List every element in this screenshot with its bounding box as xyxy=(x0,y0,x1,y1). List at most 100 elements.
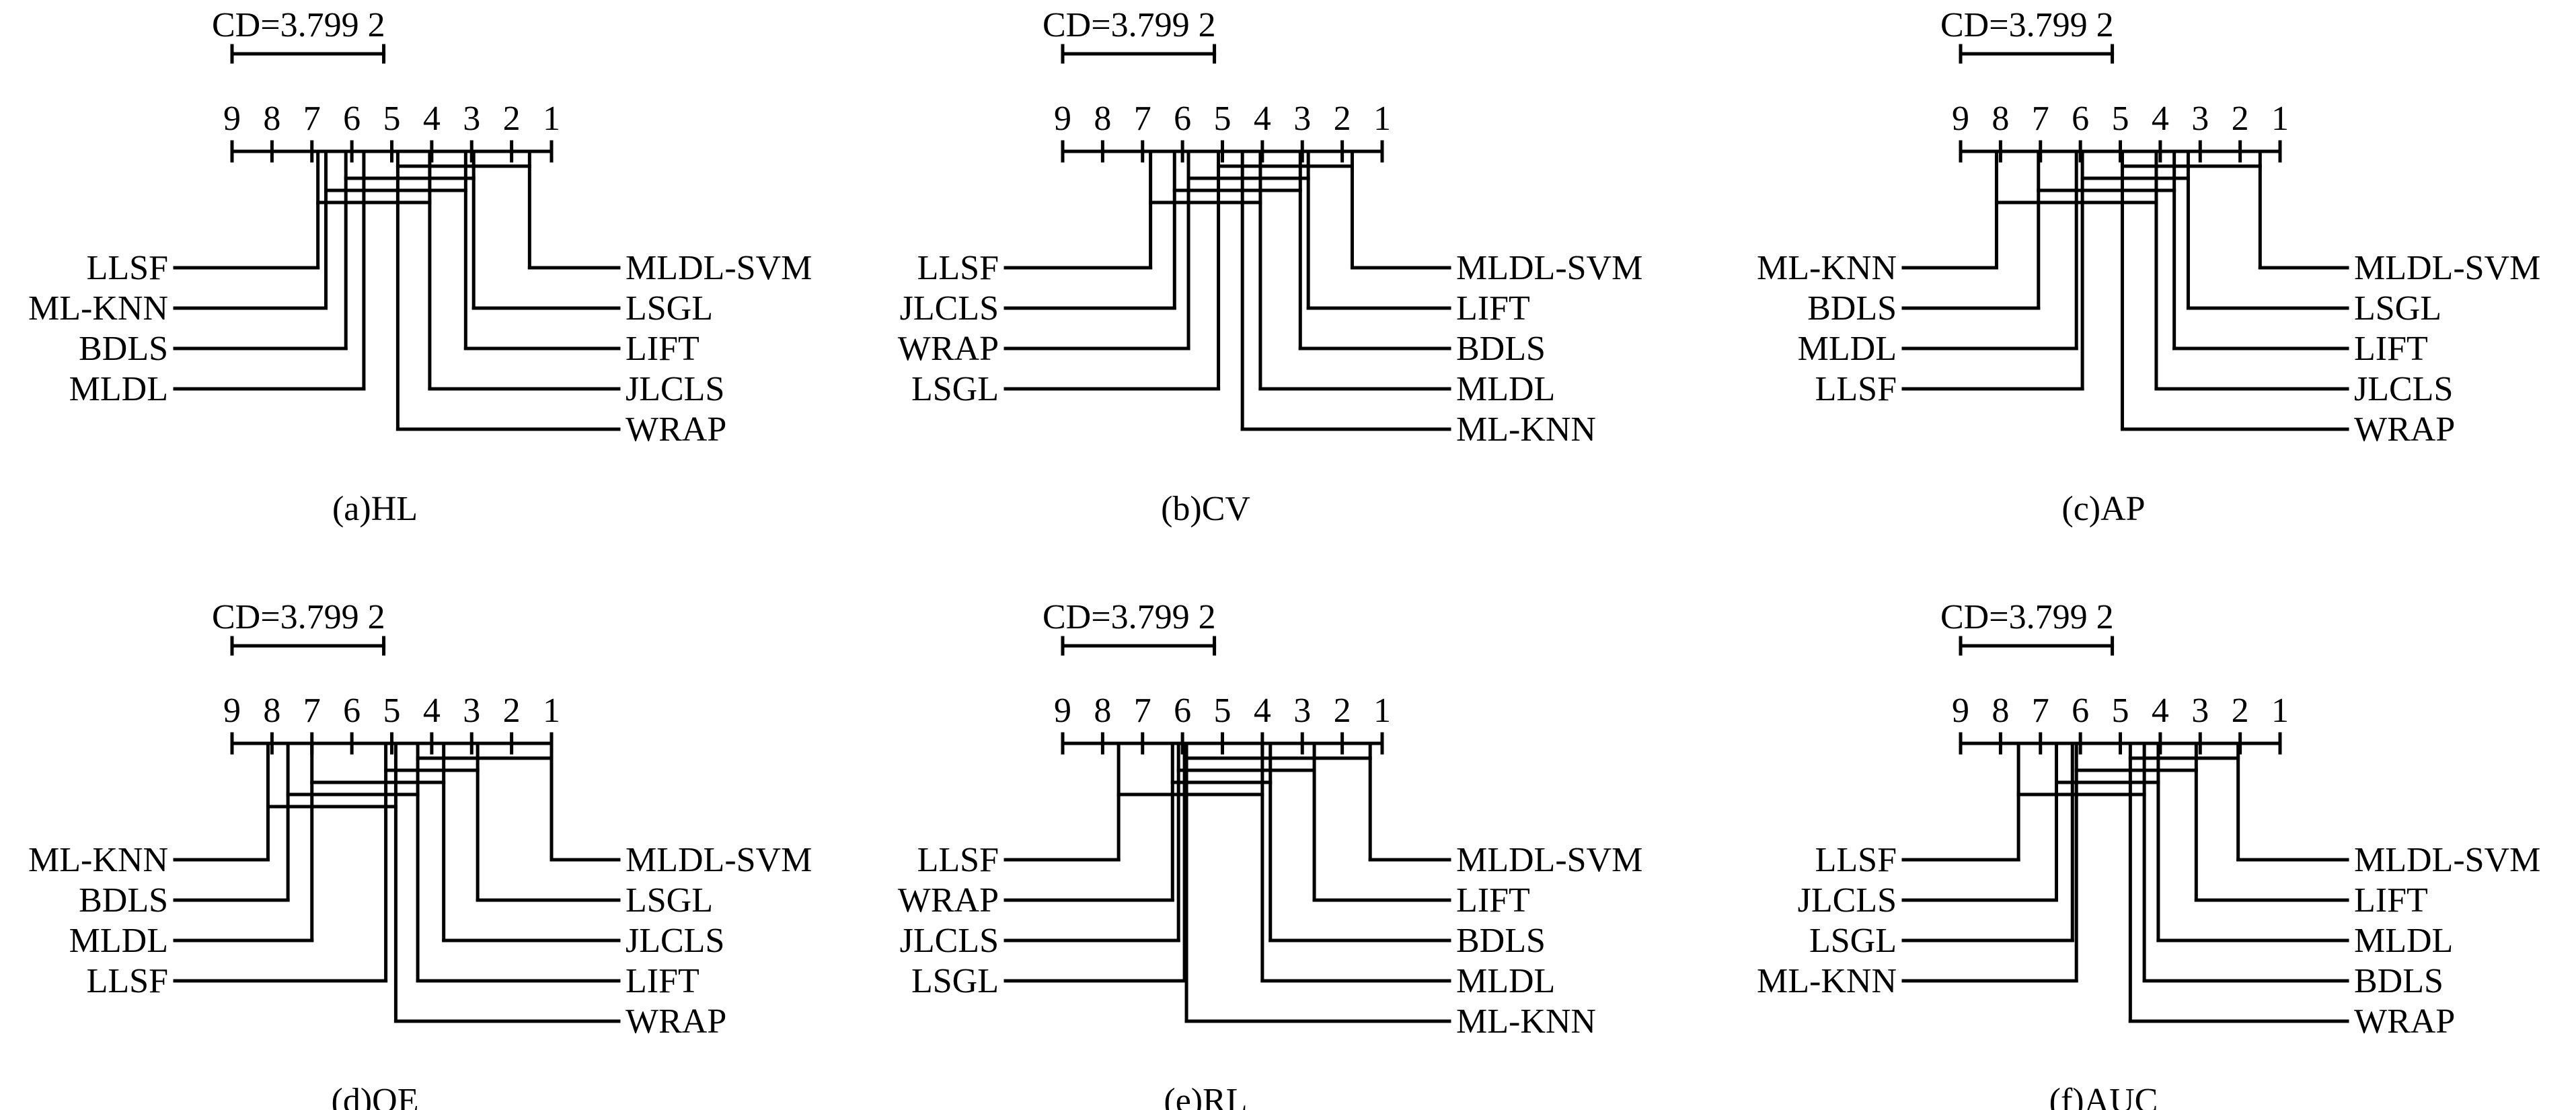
axis-tick-label: 1 xyxy=(543,100,560,138)
axis-tick-label: 9 xyxy=(223,692,241,730)
axis-tick-label: 9 xyxy=(1952,692,1969,730)
method-label: LSGL xyxy=(626,881,713,920)
axis-tick-label: 3 xyxy=(1293,692,1311,730)
axis-tick-label: 8 xyxy=(1992,692,2009,730)
axis-tick-label: 7 xyxy=(2032,100,2049,138)
axis-tick-label: 3 xyxy=(463,692,480,730)
method-label: LIFT xyxy=(1456,289,1530,328)
method-label: ML-KNN xyxy=(1757,249,1897,287)
method-label: ML-KNN xyxy=(1757,962,1897,1000)
method-label: BDLS xyxy=(1456,922,1546,960)
axis-tick-label: 7 xyxy=(303,100,321,138)
method-label: JLCLS xyxy=(626,370,724,408)
method-label: LLSF xyxy=(917,249,999,287)
method-label: WRAP xyxy=(626,1002,726,1041)
method-label: BDLS xyxy=(1807,289,1897,328)
method-label: WRAP xyxy=(898,881,999,920)
cd-label: CD=3.799 2 xyxy=(1043,598,1216,636)
axis-tick-label: 8 xyxy=(263,100,280,138)
method-label: ML-KNN xyxy=(28,289,168,328)
method-label: BDLS xyxy=(1456,330,1546,368)
axis-tick-label: 4 xyxy=(423,100,441,138)
axis-tick-label: 9 xyxy=(1054,100,1071,138)
method-label: WRAP xyxy=(626,410,726,449)
axis-tick-label: 3 xyxy=(463,100,480,138)
axis-tick-label: 6 xyxy=(1174,692,1191,730)
axis-tick-label: 2 xyxy=(1334,692,1351,730)
method-label: LIFT xyxy=(626,330,699,368)
axis-tick-label: 5 xyxy=(1214,692,1232,730)
axis-tick-label: 5 xyxy=(2112,692,2129,730)
method-label: JLCLS xyxy=(626,922,724,960)
axis-tick-label: 8 xyxy=(1094,692,1111,730)
cd-label: CD=3.799 2 xyxy=(212,6,385,44)
axis-tick-label: 5 xyxy=(383,692,401,730)
method-label: MLDL-SVM xyxy=(1456,841,1642,879)
method-label: WRAP xyxy=(898,330,999,368)
method-label: WRAP xyxy=(2354,410,2455,449)
method-label: LSGL xyxy=(911,962,999,1000)
method-label: MLDL-SVM xyxy=(626,841,812,879)
panel-caption: (e)RL xyxy=(1164,1082,1247,1110)
method-label: LIFT xyxy=(2354,881,2428,920)
method-label: BDLS xyxy=(79,881,168,920)
axis-tick-label: 2 xyxy=(2232,100,2249,138)
method-label: JLCLS xyxy=(900,289,999,328)
axis-tick-label: 9 xyxy=(223,100,241,138)
axis-tick-label: 1 xyxy=(2271,692,2289,730)
method-label: MLDL-SVM xyxy=(1456,249,1642,287)
method-label: LLSF xyxy=(1815,370,1897,408)
method-label: LSGL xyxy=(911,370,999,408)
method-label: BDLS xyxy=(79,330,168,368)
axis-tick-label: 1 xyxy=(1373,100,1391,138)
cd-label: CD=3.799 2 xyxy=(1940,6,2114,44)
axis-tick-label: 5 xyxy=(1214,100,1232,138)
method-label: LLSF xyxy=(1815,841,1897,879)
axis-tick-label: 6 xyxy=(1174,100,1191,138)
axis-tick-label: 5 xyxy=(2112,100,2129,138)
panel-caption: (d)OE xyxy=(332,1082,419,1110)
cd-label: CD=3.799 2 xyxy=(1940,598,2114,636)
axis-tick-label: 8 xyxy=(263,692,280,730)
axis-tick-label: 7 xyxy=(303,692,321,730)
method-label: MLDL-SVM xyxy=(2354,249,2540,287)
axis-tick-label: 2 xyxy=(503,100,521,138)
method-label: MLDL xyxy=(1798,330,1897,368)
panel-caption: (a)HL xyxy=(332,490,418,528)
axis-tick-label: 1 xyxy=(2271,100,2289,138)
panel-caption: (b)CV xyxy=(1161,490,1250,528)
axis-tick-label: 2 xyxy=(503,692,521,730)
method-label: MLDL-SVM xyxy=(2354,841,2540,879)
method-label: ML-KNN xyxy=(28,841,168,879)
method-label: LIFT xyxy=(1456,881,1530,920)
axis-tick-label: 1 xyxy=(1373,692,1391,730)
method-label: MLDL-SVM xyxy=(626,249,812,287)
method-label: JLCLS xyxy=(1798,881,1897,920)
method-label: JLCLS xyxy=(900,922,999,960)
method-label: LIFT xyxy=(626,962,699,1000)
axis-tick-label: 6 xyxy=(2072,692,2089,730)
axis-tick-label: 7 xyxy=(1134,100,1151,138)
cd-label: CD=3.799 2 xyxy=(212,598,385,636)
cd-label: CD=3.799 2 xyxy=(1043,6,1216,44)
axis-tick-label: 4 xyxy=(423,692,441,730)
method-label: LIFT xyxy=(2354,330,2428,368)
method-label: LLSF xyxy=(917,841,999,879)
axis-tick-label: 4 xyxy=(1254,100,1271,138)
method-label: LSGL xyxy=(1809,922,1897,960)
method-label: LLSF xyxy=(87,962,168,1000)
method-label: WRAP xyxy=(2354,1002,2455,1041)
method-label: ML-KNN xyxy=(1456,1002,1596,1041)
method-label: MLDL xyxy=(69,922,168,960)
axis-tick-label: 6 xyxy=(343,100,361,138)
method-label: MLDL xyxy=(69,370,168,408)
axis-tick-label: 4 xyxy=(2152,692,2169,730)
axis-tick-label: 3 xyxy=(2191,100,2209,138)
axis-tick-label: 6 xyxy=(2072,100,2089,138)
panel-caption: (f)AUC xyxy=(2049,1082,2158,1110)
